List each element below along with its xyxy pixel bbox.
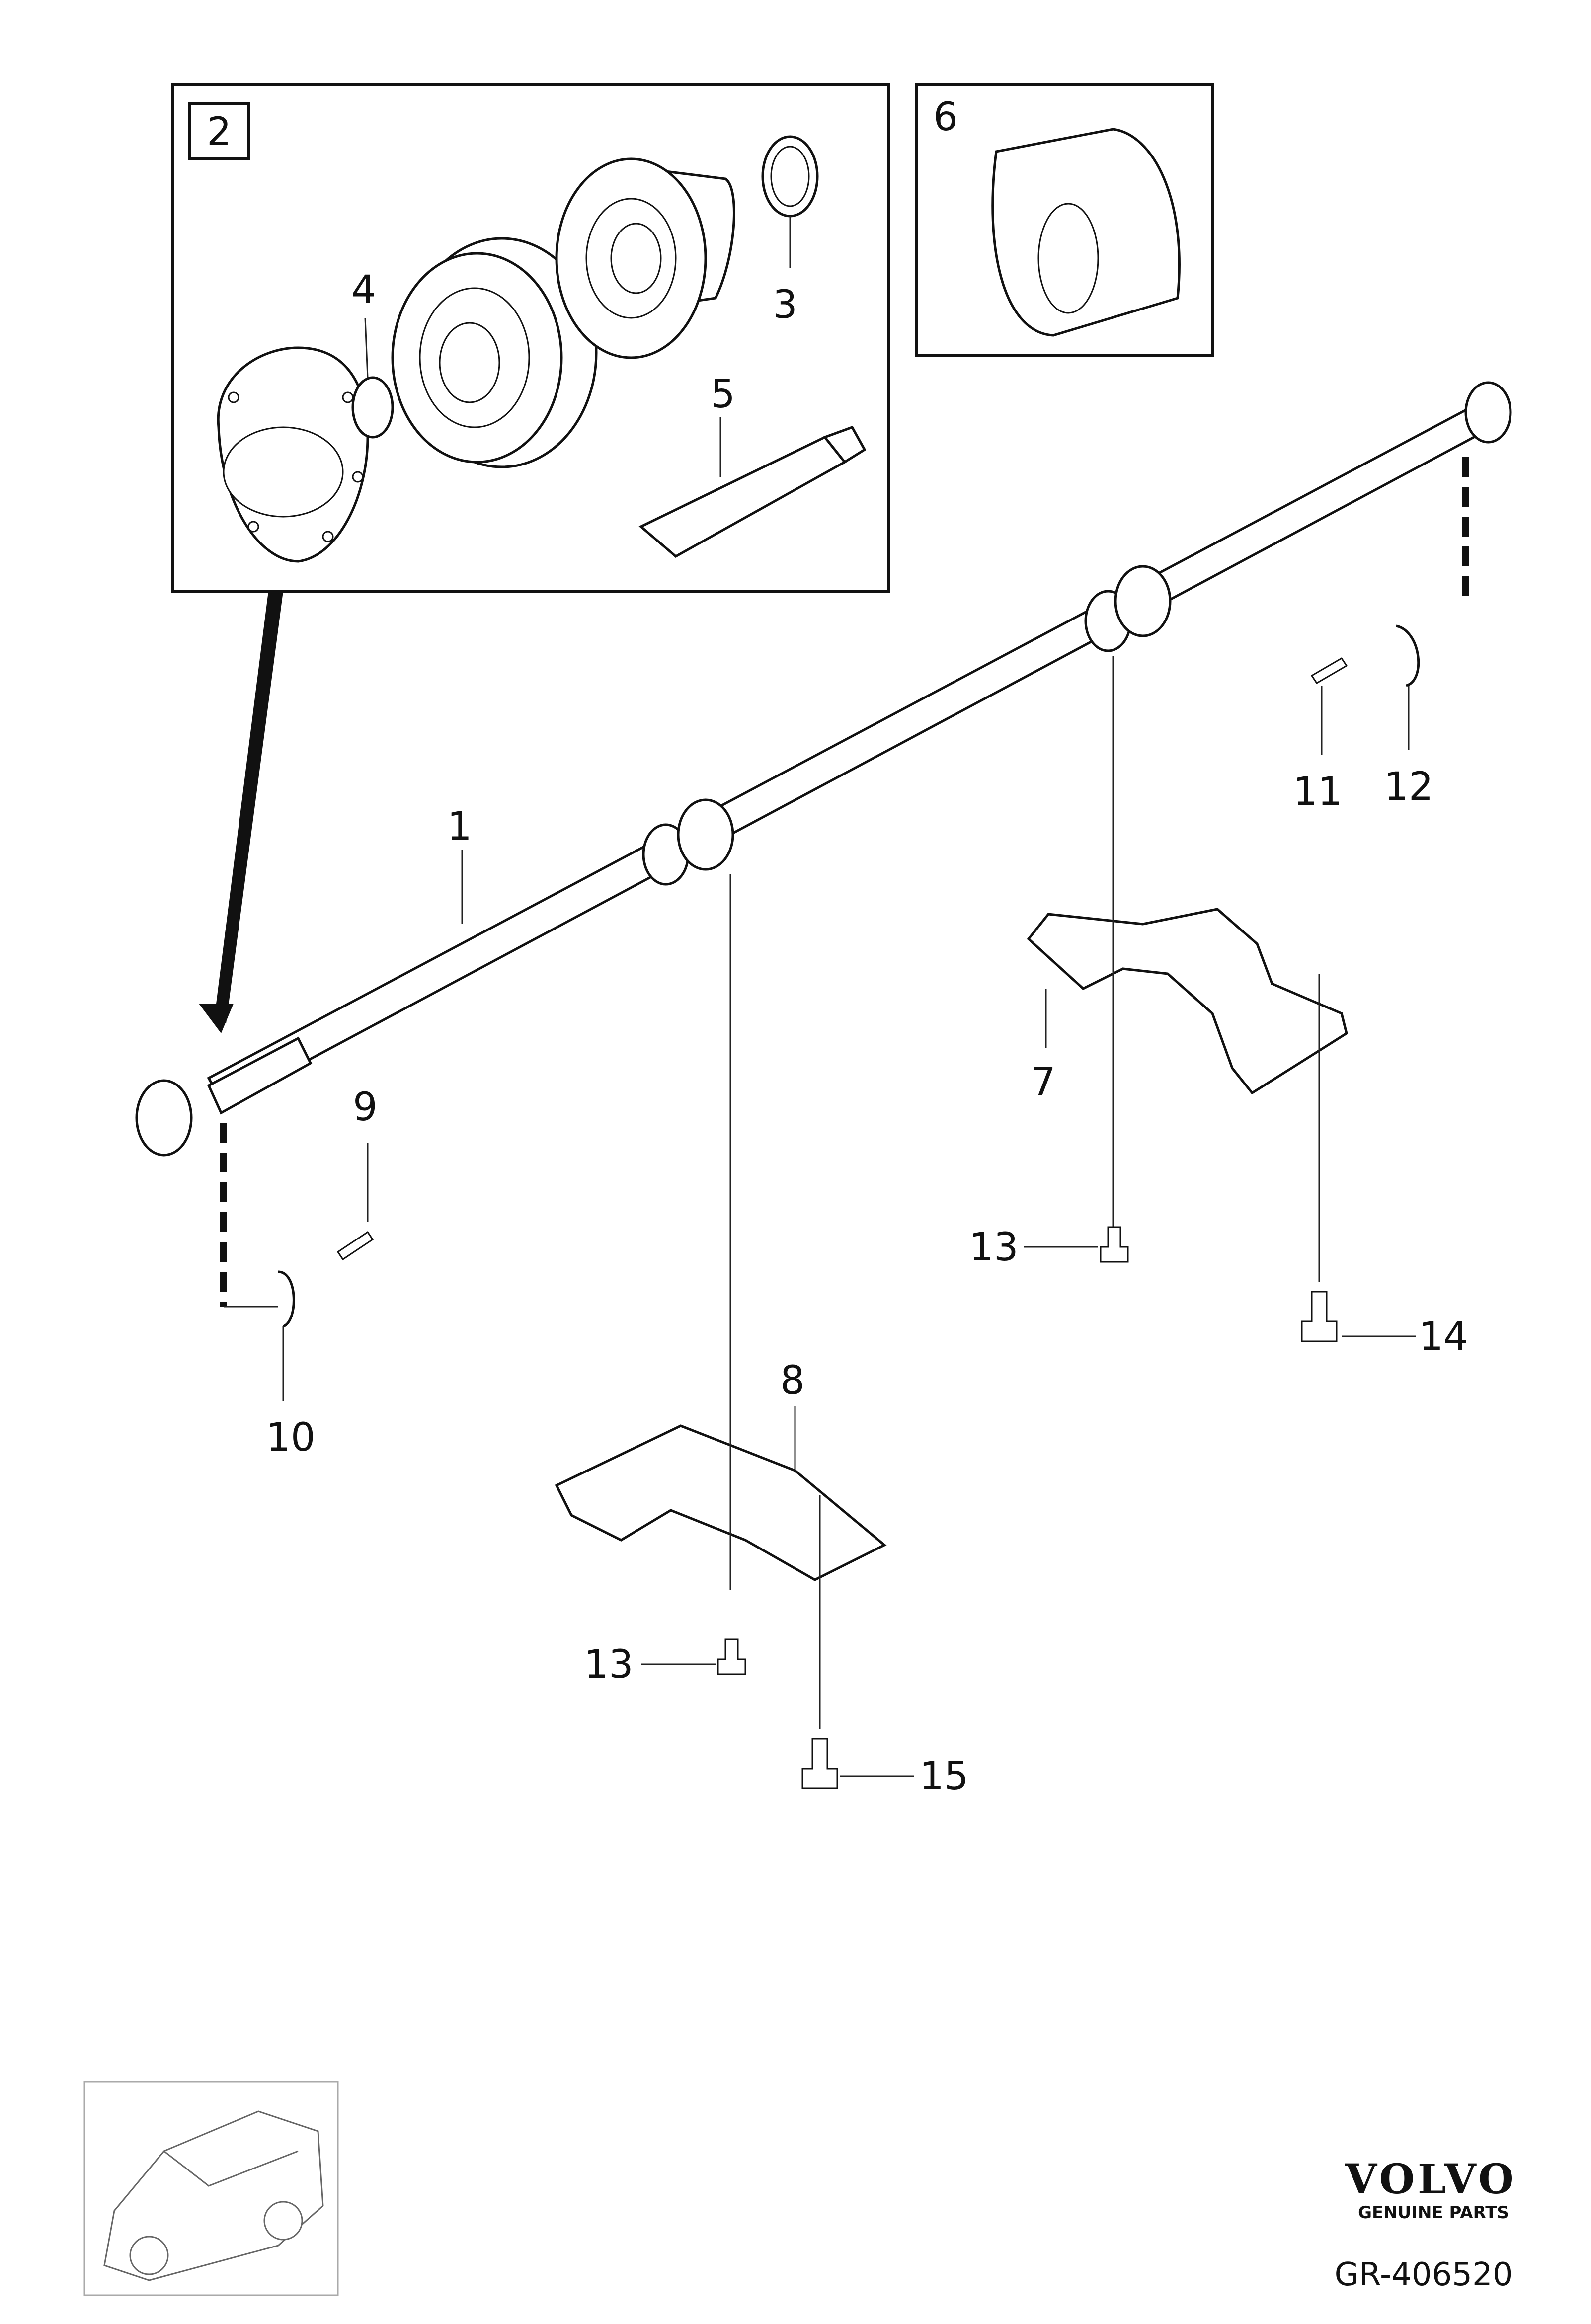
brand-name: VOLVO [1345,2156,1516,2203]
inset-pointer-head [199,1004,234,1033]
inset-frame-2 [171,83,890,593]
cv-joint [391,237,598,468]
callout-5: 5 [711,372,735,417]
callout-15: 15 [919,1754,968,1799]
inset-pointer-arrow [214,591,283,1023]
callout-13-upper: 13 [969,1225,1018,1270]
bolt-9 [336,1231,374,1261]
circlip-4 [351,376,394,439]
callout-12: 12 [1384,765,1433,809]
leader-4 [364,317,369,378]
callout-13-lower: 13 [584,1642,633,1687]
bolt-14 [1301,1291,1338,1342]
grease-tube-5 [638,425,867,558]
vehicle-thumbnail-icon [83,2081,339,2296]
callout-11: 11 [1293,770,1342,814]
callout-7: 7 [1031,1060,1056,1105]
bracket-7 [1027,908,1348,1095]
inset-bearing: 6 [915,83,1214,357]
callout-3: 3 [773,283,797,327]
clip-10 [278,1270,295,1328]
callout-14: 14 [1419,1315,1468,1359]
callout-2: 2 [207,110,232,155]
inset-joint-kit: 2 4 3 [171,83,890,593]
propeller-shaft-1 [135,381,1512,1157]
callout-9: 9 [353,1085,378,1130]
callout-10: 10 [266,1415,315,1460]
flange [555,157,735,359]
diagram-reference: GR-406520 [1335,2256,1513,2293]
callout-1: 1 [447,804,472,849]
callout-box-2 [188,102,250,160]
clip-12 [1396,624,1420,687]
bolt-15 [801,1738,838,1789]
joint-cover [217,346,369,563]
callout-4: 4 [351,268,376,312]
callout-6: 6 [933,95,958,140]
inset-frame-6 [915,83,1214,357]
bolt-13-lower [717,1638,746,1675]
brand-tagline: GENUINE PARTS [1358,2203,1509,2223]
bolt-11 [1310,657,1348,685]
callout-8: 8 [780,1358,805,1403]
plate-8 [555,1424,887,1581]
bolt-13-upper [1100,1226,1129,1263]
